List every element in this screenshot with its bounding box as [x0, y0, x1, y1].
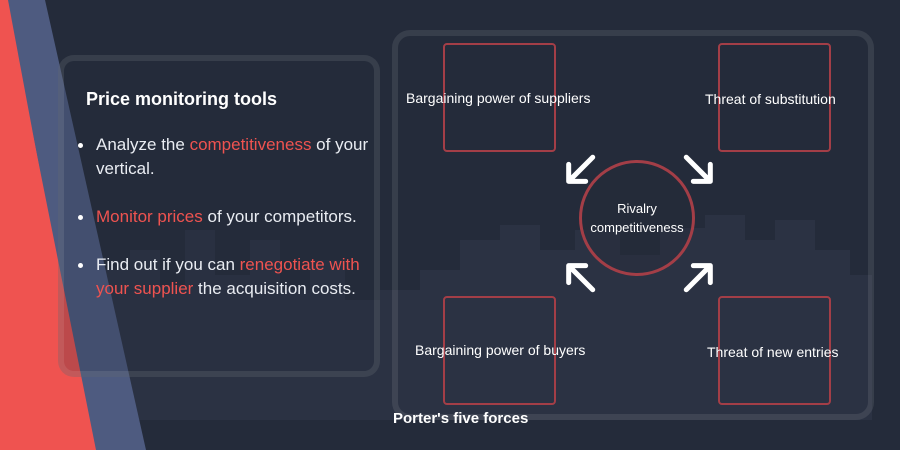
- bullet-highlight: competitiveness: [189, 135, 312, 154]
- arrow-icon: [566, 263, 596, 293]
- red-stripe-wedge: [0, 20, 96, 450]
- bullet-text: Analyze the: [96, 135, 190, 154]
- bullet-list: Analyze the competitiveness of your vert…: [78, 133, 378, 325]
- price-monitoring-panel: [58, 55, 380, 377]
- rivalry-line-1: Rivalry: [617, 201, 657, 216]
- bullet-text: the acquisition costs.: [193, 279, 356, 298]
- force-box-new-entries: [718, 296, 831, 405]
- force-label-substitution: Threat of substitution: [705, 91, 836, 107]
- arrow-icon: [683, 263, 713, 293]
- porter-diagram-panel: [392, 30, 874, 420]
- bullet-item: Analyze the competitiveness of your vert…: [78, 133, 378, 181]
- arrow-icon: [566, 154, 596, 184]
- bullet-item: Find out if you can renegotiate with you…: [78, 253, 378, 301]
- rivalry-circle: Rivalry competitiveness: [579, 160, 695, 276]
- panel-title: Price monitoring tools: [86, 89, 278, 109]
- diagram-title: Porter's five forces: [393, 410, 529, 427]
- force-label-suppliers: Bargaining power of suppliers: [406, 90, 591, 106]
- force-box-substitution: [718, 43, 831, 152]
- bullet-text: of your competitors.: [202, 207, 357, 226]
- bullet-highlight: Monitor prices: [96, 207, 203, 226]
- blue-stripe: [0, 0, 146, 450]
- bullet-text: Find out if you can: [96, 255, 240, 274]
- rivalry-label: Rivalry competitiveness: [582, 199, 692, 237]
- rivalry-line-2: competitiveness: [590, 220, 684, 235]
- force-label-buyers: Bargaining power of buyers: [415, 342, 586, 358]
- force-box-suppliers: [443, 43, 556, 152]
- bullet-highlight: renegotiate with your supplier: [96, 255, 360, 298]
- bullet-text: of your vertical.: [96, 135, 369, 178]
- bullet-item: Monitor prices of your competitors.: [78, 205, 378, 229]
- arrow-icon: [683, 154, 713, 184]
- force-label-new-entries: Threat of new entries: [707, 344, 839, 360]
- force-box-buyers: [443, 296, 556, 405]
